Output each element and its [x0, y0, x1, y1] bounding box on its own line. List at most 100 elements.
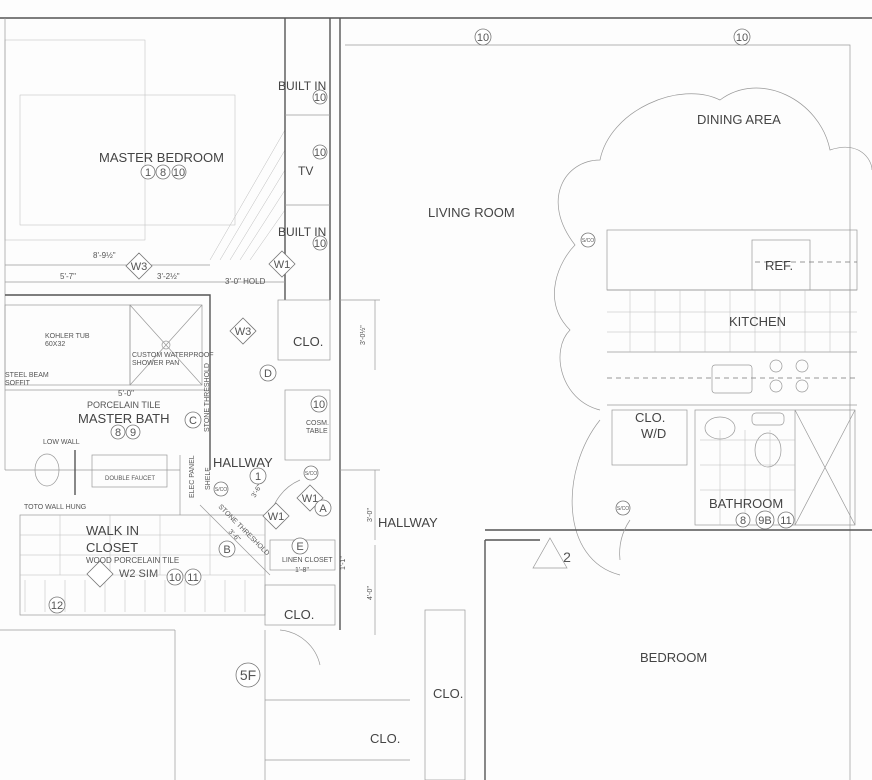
note-tub-size: 60X32 [45, 341, 65, 348]
svg-text:W3: W3 [131, 261, 148, 273]
room-label-dining-area: DINING AREA [697, 112, 781, 127]
sco-marker-4: S/CO [303, 465, 319, 481]
circle-tag-e: E [291, 537, 309, 555]
note-stone-threshold-1: STONE THRESHOLD [204, 363, 211, 432]
sco-marker-2: S/CO [615, 500, 631, 516]
circle-tag-11-closet: 11 [184, 568, 202, 586]
room-label-clo-hall: CLO. [293, 334, 323, 349]
sco-marker-3: S/CO [213, 481, 229, 497]
svg-text:W1: W1 [302, 493, 319, 505]
room-label-bedroom: BEDROOM [640, 650, 707, 665]
circle-tag-1-hall: 1 [249, 467, 267, 485]
note-steel-beam-2: SOFFIT [5, 380, 31, 387]
svg-text:1: 1 [255, 471, 261, 483]
bedroom-furniture-ghost [4, 39, 286, 261]
room-label-hallway-1: HALLWAY [213, 455, 273, 470]
diamond-w1-top: W1 [268, 250, 296, 278]
circle-tag-10-closet: 10 [166, 568, 184, 586]
room-label-master-bath: MASTER BATH [78, 411, 170, 426]
room-label-built-in-1: BUILT IN [278, 79, 326, 93]
diamond-w3-shower: W3 [229, 317, 257, 345]
dim-5-7: 5'-7" [60, 272, 76, 281]
svg-text:10: 10 [173, 167, 185, 179]
room-label-clo-bottom: CLO. [370, 731, 400, 746]
circle-tag-5f: 5F [235, 662, 261, 688]
svg-text:S/CO: S/CO [215, 487, 227, 493]
svg-text:S/CO: S/CO [305, 471, 317, 477]
sco-marker-1: S/CO [580, 232, 596, 248]
svg-text:S/CO: S/CO [617, 506, 629, 512]
note-w2-sim: W2 SIM [119, 568, 158, 580]
svg-text:D: D [264, 368, 272, 380]
triangle-tag-2: 2 [563, 549, 571, 565]
svg-text:9: 9 [130, 427, 136, 439]
svg-text:W1: W1 [274, 259, 291, 271]
circle-tag-12: 12 [48, 596, 66, 614]
svg-text:11: 11 [780, 515, 791, 527]
circle-tag-9-bath: 9 [125, 424, 141, 440]
circle-tag-8-bath: 8 [110, 424, 126, 440]
room-label-tv: TV [298, 164, 313, 178]
note-cosm-2: TABLE [306, 428, 328, 435]
svg-text:10: 10 [169, 572, 181, 584]
circle-tag-a: A [314, 499, 332, 517]
dim-5-0: 5'-0" [118, 389, 134, 398]
svg-text:10: 10 [477, 32, 489, 44]
note-kohler-tub: KOHLER TUB [45, 333, 90, 340]
circle-tag-10-builtin: 10 [312, 89, 328, 105]
circle-tag-10-top-2: 10 [733, 28, 751, 46]
dim-3-0-hold: 3'-0" HOLD [225, 277, 266, 286]
room-label-clo-wd-2: W/D [641, 426, 666, 441]
note-wood-porcelain: WOOD PORCELAIN TILE [86, 556, 179, 565]
note-shower-pan-2: SHOWER PAN [132, 360, 179, 367]
walls [0, 17, 872, 780]
note-porcelain-tile: PORCELAIN TILE [87, 400, 160, 410]
svg-text:2: 2 [563, 549, 571, 565]
svg-text:10: 10 [314, 238, 326, 250]
circle-tag-c: C [184, 411, 202, 429]
room-label-master-bedroom: MASTER BEDROOM [99, 150, 224, 165]
note-shower-pan-1: CUSTOM WATERPROOF [132, 352, 214, 359]
svg-text:S/CO: S/CO [582, 238, 594, 244]
circle-tag-9b-bathroom: 9B [755, 510, 775, 530]
room-label-hallway-2: HALLWAY [378, 515, 438, 530]
room-label-clo-lower: CLO. [284, 607, 314, 622]
note-toto: TOTO WALL HUNG [24, 504, 86, 511]
diamond-w1-hall-2: W1 [262, 502, 290, 530]
room-label-walk-in-2: CLOSET [86, 540, 138, 555]
note-shelf: SHELF [205, 467, 212, 490]
note-cosm-1: COSM. [306, 420, 329, 427]
diamond-w3-top: W3 [125, 252, 153, 280]
circle-tag-8-bathroom: 8 [735, 512, 751, 528]
dim-4-0: 4'-0" [367, 586, 374, 600]
svg-text:9B: 9B [758, 515, 771, 527]
svg-text:10: 10 [736, 32, 748, 44]
circle-tag-10-cosm: 10 [310, 395, 328, 413]
circle-tag-11-bathroom: 11 [777, 511, 795, 529]
svg-text:8: 8 [740, 515, 746, 527]
dim-3-0-hall: 3'-0" [367, 508, 374, 522]
svg-text:10: 10 [314, 92, 326, 104]
svg-text:10: 10 [313, 399, 325, 411]
svg-text:W1: W1 [268, 511, 285, 523]
circle-tag-8-mbr: 8 [155, 164, 171, 180]
dim-8-9-half: 8'-9½" [93, 251, 116, 260]
svg-text:5F: 5F [240, 667, 256, 683]
svg-text:A: A [319, 503, 327, 515]
room-label-ref: REF. [765, 258, 793, 273]
svg-text:C: C [189, 415, 197, 427]
svg-text:10: 10 [314, 147, 326, 159]
note-low-wall: LOW WALL [43, 439, 80, 446]
circle-tag-10-tv: 10 [312, 144, 328, 160]
room-label-kitchen: KITCHEN [729, 314, 786, 329]
room-label-walk-in-1: WALK IN [86, 523, 139, 538]
dim-3-0-half: 3'-0½" [359, 325, 367, 345]
room-label-built-in-2: BUILT IN [278, 225, 326, 239]
dim-1-8: 1'-8" [295, 567, 309, 574]
circle-tag-d: D [259, 364, 277, 382]
svg-text:8: 8 [160, 167, 166, 179]
diamond-w2-sim [86, 560, 114, 588]
circle-tag-10-builtin-2: 10 [312, 235, 328, 251]
